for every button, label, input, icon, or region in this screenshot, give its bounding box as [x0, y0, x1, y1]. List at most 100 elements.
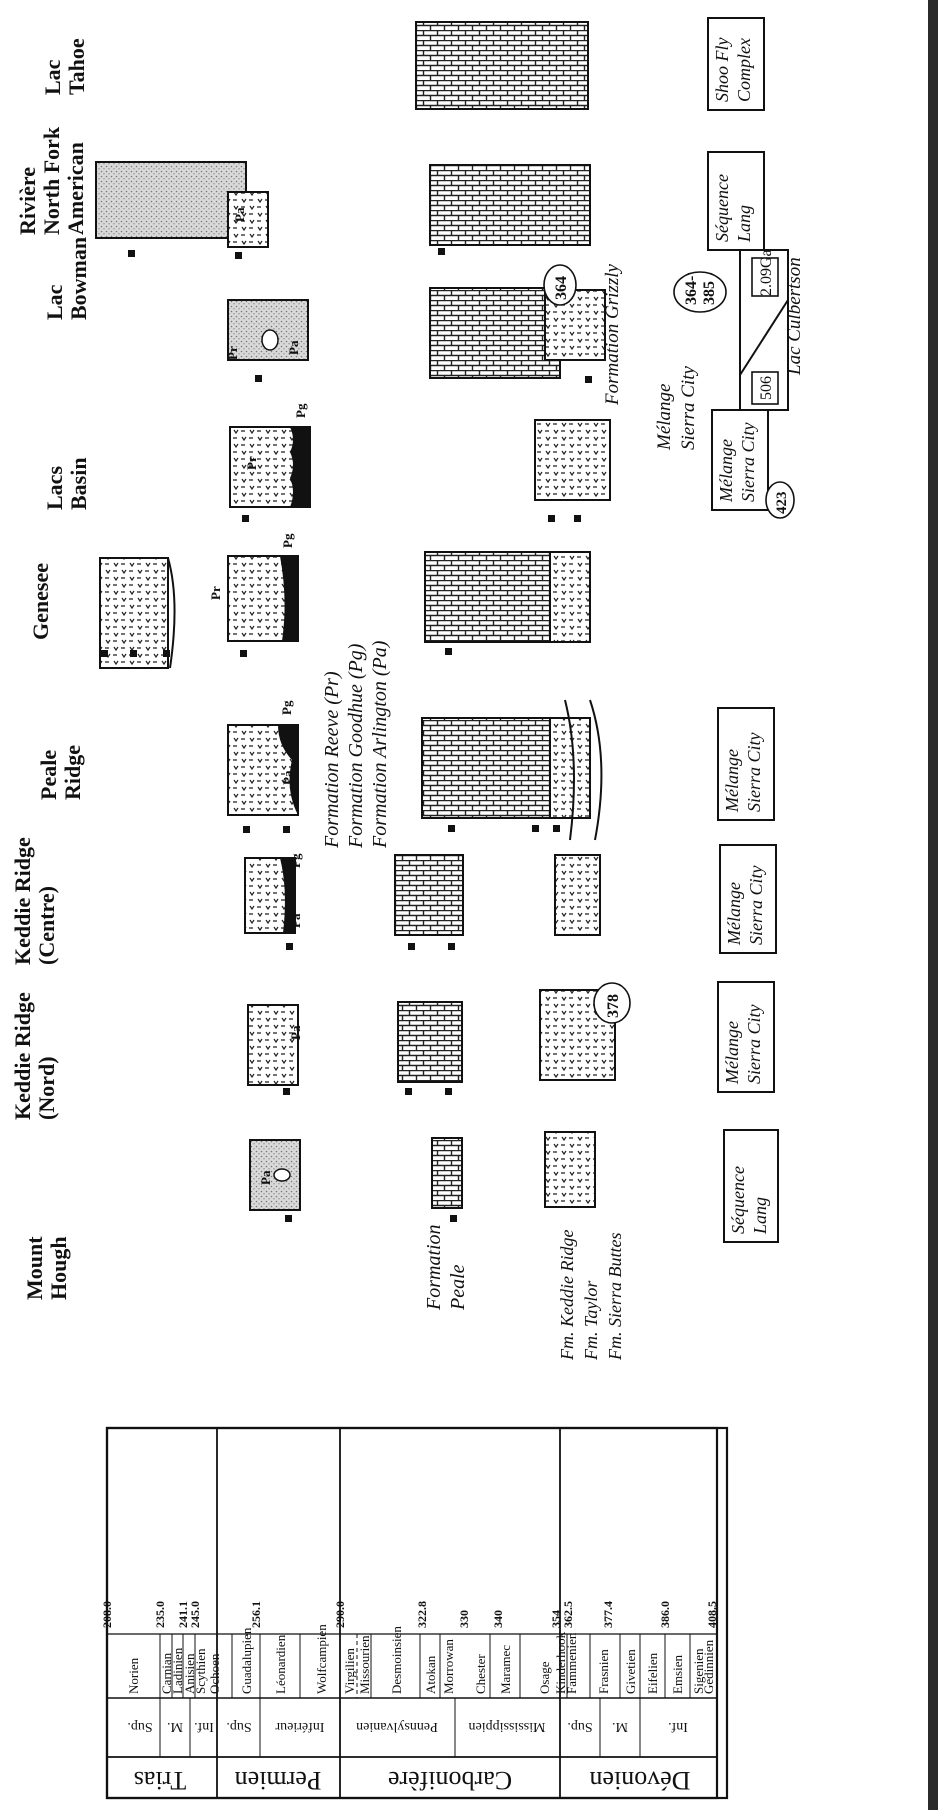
- age-circle-364-385-text: 364-: [683, 276, 700, 305]
- locality-header-keddie-ridge-nord: (Nord): [34, 1056, 59, 1120]
- locality-header-peale-ridge: Peale: [36, 750, 61, 800]
- subdivision-label: Pennsylvanien: [356, 1719, 438, 1734]
- subdivision-label: M.: [612, 1719, 628, 1734]
- locality-header-lac-bowman: Bowman: [66, 237, 91, 320]
- system-label: Trias: [134, 1766, 187, 1795]
- stage-label: Atokan: [423, 1655, 438, 1694]
- formation-keddie-label: Fm. Keddie Ridge: [557, 1230, 577, 1361]
- melange-box-text: Sierra City: [744, 1004, 764, 1084]
- stage-label: Maramec: [498, 1645, 513, 1694]
- stage-label: Guadalupien: [239, 1627, 254, 1694]
- sample-marker: [448, 825, 455, 832]
- age-label: 362.5: [561, 1601, 575, 1628]
- locality-header-lacs-basin: Lacs: [42, 466, 67, 510]
- age-circle-364-text: 364: [553, 276, 570, 300]
- unit-letter: Pa: [288, 1025, 303, 1040]
- sample-marker: [243, 826, 250, 833]
- unit-letter: Pa: [286, 340, 301, 355]
- column-genesee-volcanic: [550, 552, 590, 642]
- system-label: Permien: [235, 1766, 322, 1795]
- unit-letter: Pa: [280, 770, 295, 785]
- age-circle-364-385: [674, 272, 726, 312]
- system-label: Dévonien: [589, 1766, 690, 1795]
- sample-marker: [553, 825, 560, 832]
- column-keddie-centre-lower: [555, 855, 600, 935]
- unit-letter: Pg: [288, 853, 303, 868]
- locality-header-keddie-ridge-centre: Keddie Ridge: [10, 837, 35, 965]
- stage-label: Emsien: [670, 1655, 685, 1694]
- sample-marker: [438, 248, 445, 255]
- subdivision-label: Mississippien: [468, 1719, 545, 1734]
- sequence-lang-box-text: Lang: [734, 205, 754, 243]
- locality-header-lacs-basin: Basin: [66, 457, 91, 510]
- formation-arlington-label: Formation Arlington (Pa): [369, 640, 391, 849]
- stage-label: Givetien: [623, 1649, 638, 1694]
- sample-marker: [574, 515, 581, 522]
- locality-header-lac-tahoe: Lac: [40, 59, 65, 95]
- age-label: 377.4: [601, 1601, 615, 1628]
- column-lac-bowman-limestone: [430, 288, 560, 378]
- age-label: 408.5: [705, 1601, 719, 1628]
- formation-taylor-label: Fm. Taylor: [581, 1280, 601, 1361]
- locality-header-mount-hough: Hough: [46, 1236, 71, 1300]
- melange-box-text: Sierra City: [738, 422, 758, 502]
- melange-box-text: Sierra City: [746, 865, 766, 945]
- stage-label: Osage: [537, 1661, 552, 1694]
- age-label: 245.0: [188, 1601, 202, 1628]
- melange-float-label: Mélange: [654, 384, 675, 451]
- sample-marker: [445, 1088, 452, 1095]
- sequence-lang-box-text: Lang: [750, 1197, 770, 1235]
- age-label: 290.0: [333, 1601, 347, 1628]
- unit-letter: Pr: [208, 586, 223, 600]
- unit-letter: Pa: [258, 1170, 273, 1185]
- locality-header-mount-hough: Mount: [22, 1236, 47, 1300]
- locality-header-peale-ridge: Ridge: [60, 745, 85, 800]
- column-keddie-centre-limestone: [395, 855, 463, 935]
- column-lac-tahoe-limestone: [416, 22, 588, 109]
- subdivision-label: Inférieur: [275, 1719, 324, 1734]
- stage-label: Fammenien: [564, 1632, 579, 1694]
- stage-label: Frasnien: [596, 1649, 611, 1694]
- stage-label: Wolfcampien: [314, 1624, 329, 1694]
- subdivision-label: Inf.: [194, 1719, 214, 1734]
- formation-grizzly-label: Formation Grizzly: [602, 264, 623, 406]
- sample-marker: [585, 376, 592, 383]
- sample-marker: [445, 648, 452, 655]
- sample-marker: [255, 375, 262, 382]
- unit-letter: Pg: [293, 403, 308, 418]
- unit-letter: Pa: [288, 913, 303, 928]
- melange-box-text: Mélange: [716, 439, 736, 503]
- clast-symbol: [262, 330, 278, 350]
- sample-marker: [235, 252, 242, 259]
- formation-peale-label: Peale: [447, 1264, 469, 1311]
- age-circle-364-385-text: 385: [701, 281, 718, 305]
- column-mount-hough-lower: [545, 1132, 595, 1207]
- subdivision-label: Sup.: [127, 1719, 152, 1734]
- sample-marker: [285, 1215, 292, 1222]
- sample-marker: [283, 826, 290, 833]
- formation-goodhue-label: Formation Goodhue (Pg): [345, 643, 367, 849]
- unit-letter: Pg: [279, 700, 294, 715]
- box-2-09-label: 2.09Ga: [758, 249, 775, 296]
- subdivision-label: Inf.: [668, 1719, 688, 1734]
- age-circle-378-text: 378: [605, 994, 622, 1018]
- melange-float-label: Sierra City: [678, 366, 699, 450]
- subdivision-label: Sup.: [567, 1719, 592, 1734]
- stage-label: Eifelien: [645, 1652, 660, 1694]
- stage-label: Ochoen: [207, 1653, 222, 1694]
- locality-header-keddie-ridge-nord: Keddie Ridge: [10, 992, 35, 1120]
- sample-marker: [548, 515, 555, 522]
- age-label: 330: [457, 1610, 471, 1628]
- column-keddie-nord-upper: [248, 1005, 298, 1085]
- system-label: Carbonifère: [388, 1766, 512, 1795]
- sequence-lang-box-text: Séquence: [712, 174, 732, 242]
- sample-marker: [286, 943, 293, 950]
- column-lacs-basin-goodhue: [290, 427, 310, 507]
- column-peale-volcanic: [550, 718, 590, 818]
- sample-marker: [240, 650, 247, 657]
- locality-header-riviere-north-fork-american: Rivière: [15, 167, 40, 235]
- sample-marker: [532, 825, 539, 832]
- locality-header-lac-bowman: Lac: [42, 284, 67, 320]
